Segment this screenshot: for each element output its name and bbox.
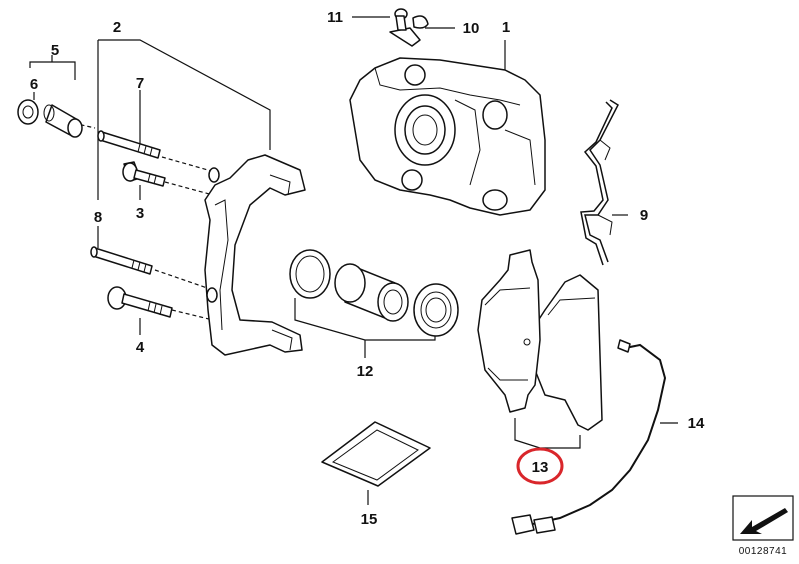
- callout-labels: 1 2 3 4 5 6 7 8 9 10 11 12 13 14 15: [30, 9, 705, 528]
- part-2-caliper-carrier: [204, 154, 306, 356]
- callout-6: 6: [30, 76, 38, 93]
- part-6-nut: [17, 99, 39, 125]
- part-5-guide-sleeve: [43, 104, 83, 138]
- callout-5: 5: [51, 42, 59, 59]
- part-3-bolt: [122, 161, 166, 187]
- arrow-icon: [740, 508, 788, 534]
- callout-14: 14: [688, 415, 705, 432]
- part-14-wear-sensor: [511, 339, 667, 535]
- reference-box: 00128741: [732, 495, 794, 557]
- callout-12: 12: [357, 363, 374, 380]
- part-1-caliper-housing: [349, 57, 546, 216]
- part-12-piston-kit: [289, 249, 459, 337]
- callout-9: 9: [640, 207, 648, 224]
- part-10-11-bleeder: [389, 8, 429, 47]
- callout-10: 10: [463, 20, 480, 37]
- callout-11: 11: [327, 9, 343, 26]
- callout-4: 4: [136, 339, 145, 356]
- callout-8: 8: [94, 209, 102, 226]
- part-9-retaining-spring: [580, 99, 619, 266]
- part-8-guide-bolt: [90, 246, 153, 275]
- highlight-circle: [516, 447, 564, 485]
- reference-number: 00128741: [739, 546, 788, 557]
- callout-2: 2: [113, 19, 121, 36]
- part-4-bolt: [107, 286, 173, 318]
- callout-13: 13: [532, 459, 549, 476]
- callout-1: 1: [502, 19, 510, 36]
- part-15-grease-packet: [321, 421, 431, 487]
- part-13-brake-pads: [477, 249, 603, 431]
- part-7-guide-bolt: [97, 130, 161, 159]
- callout-15: 15: [361, 511, 378, 528]
- callout-7: 7: [136, 75, 144, 92]
- callout-3: 3: [136, 205, 144, 222]
